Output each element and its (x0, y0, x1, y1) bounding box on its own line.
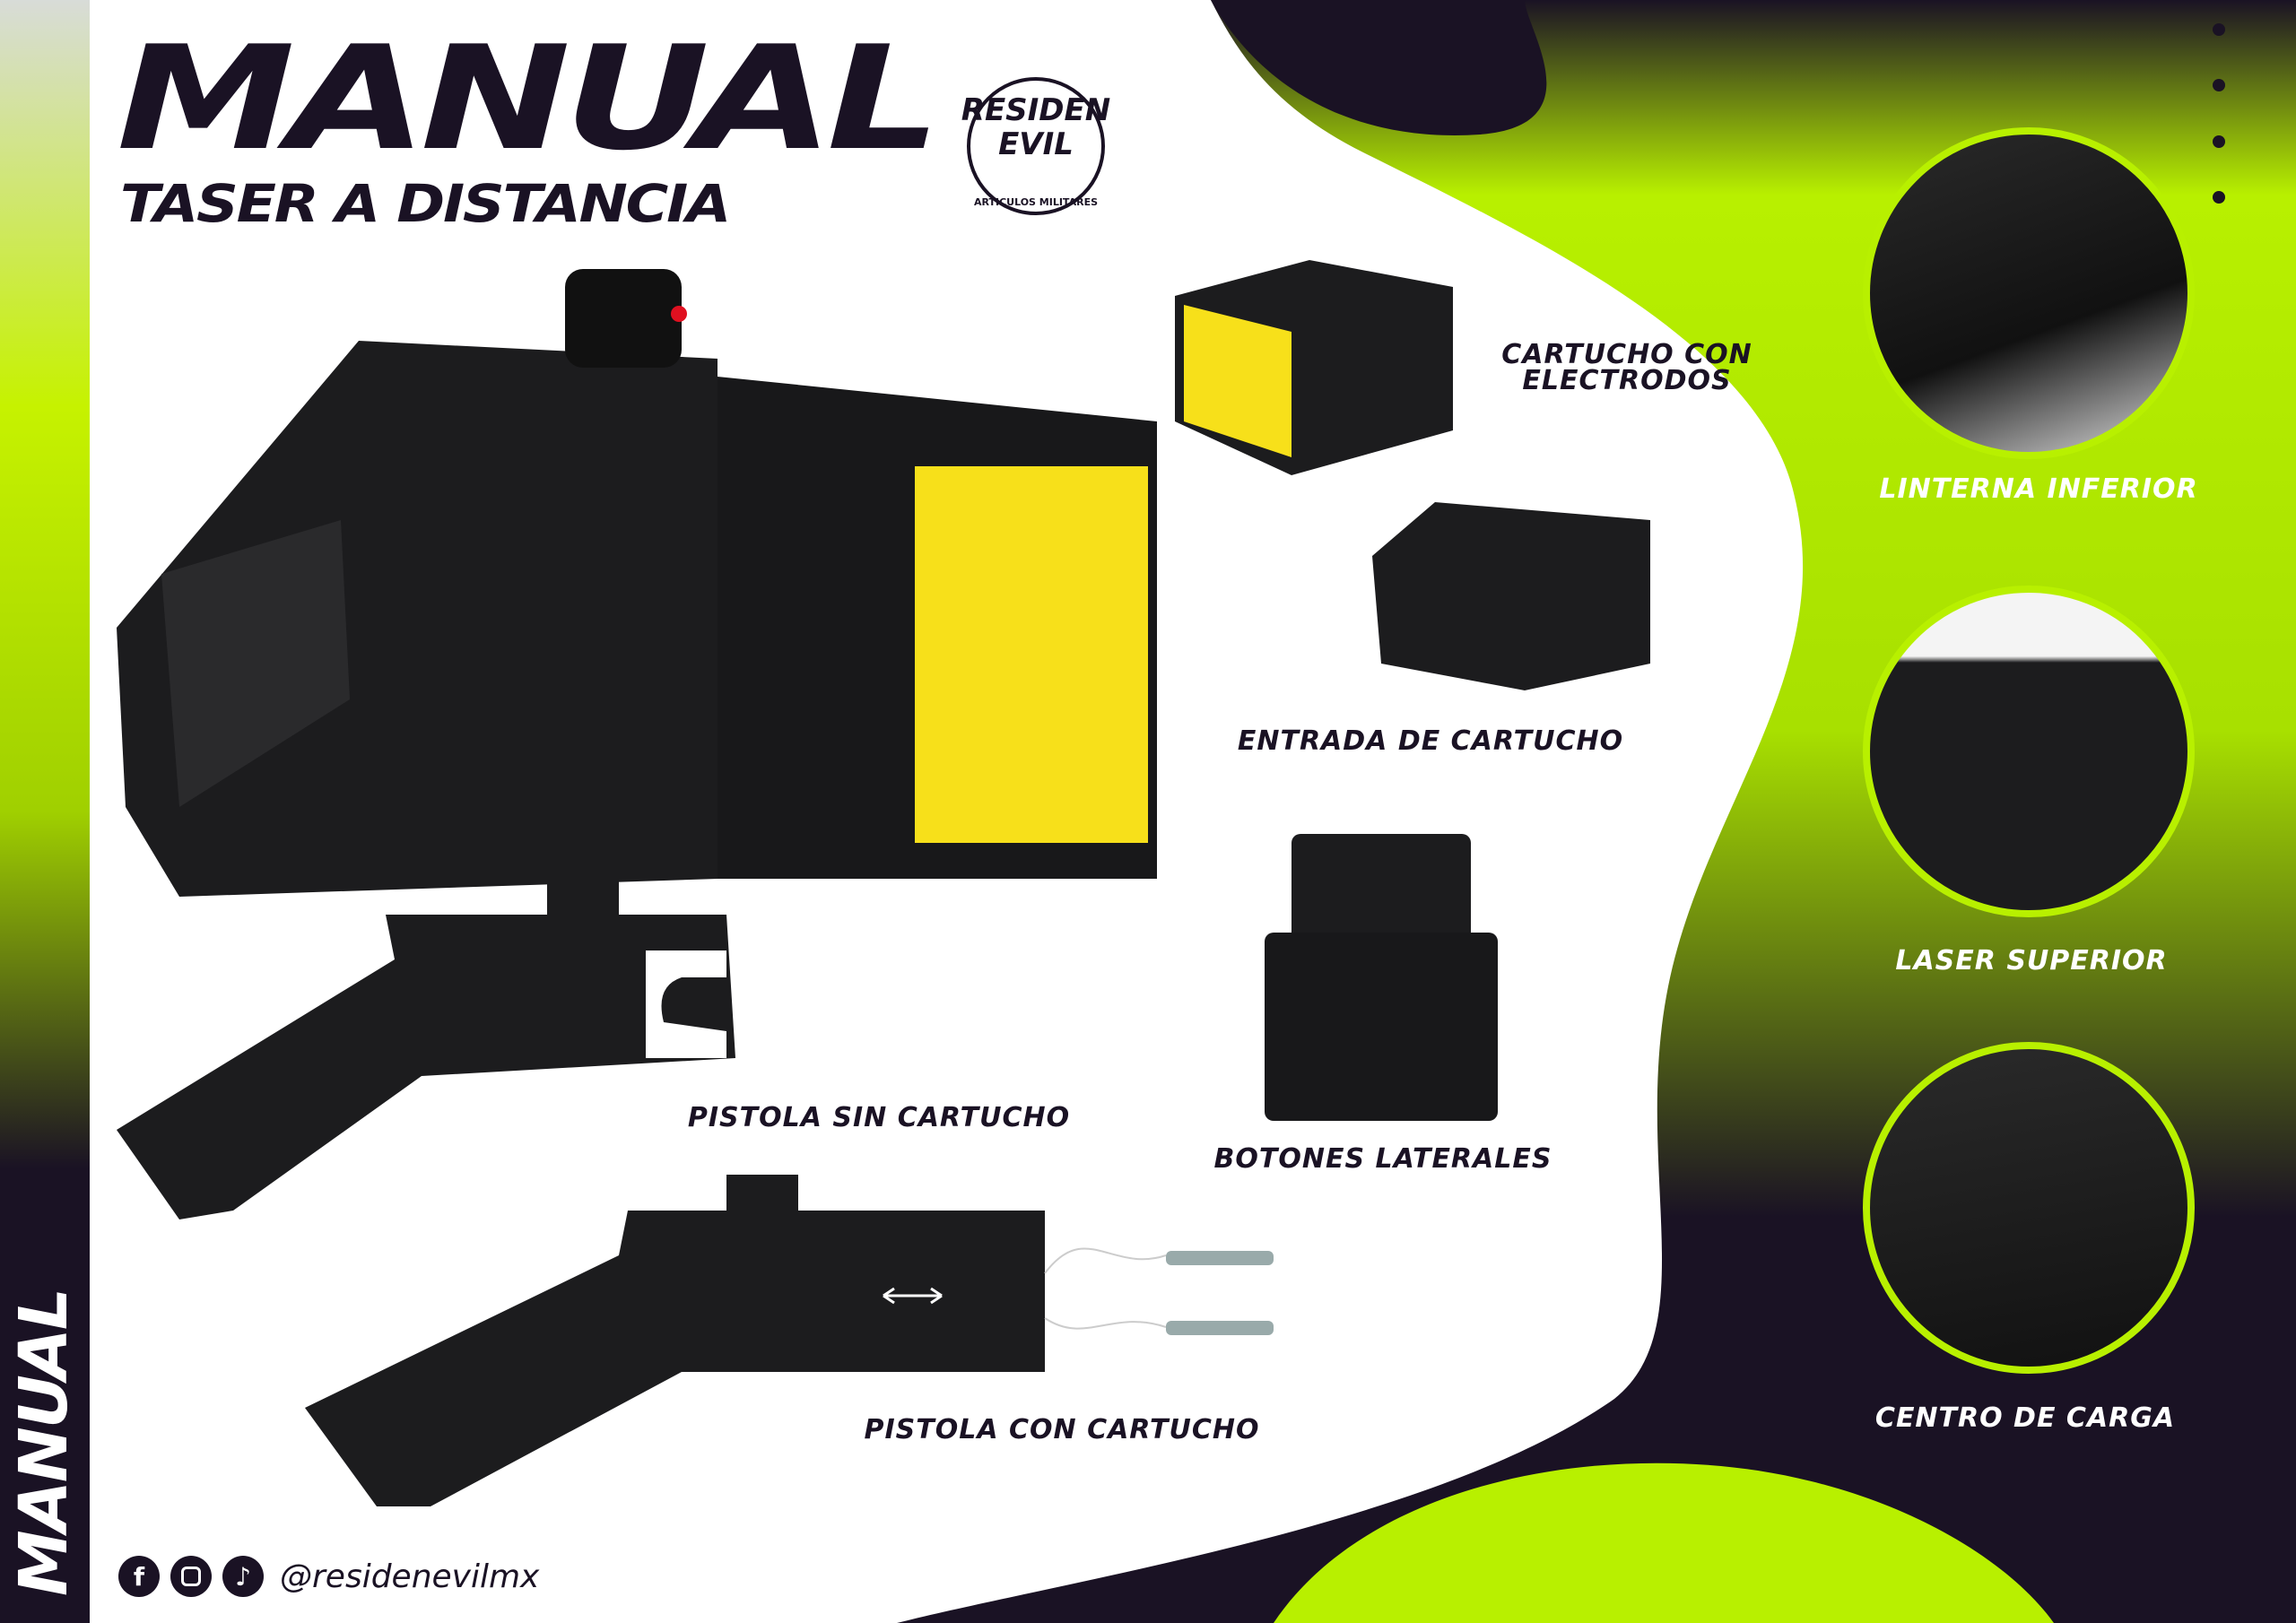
label-pistol-without-cartridge: PISTOLA SIN CARTUCHO (687, 1102, 1071, 1133)
cartridge-image (1175, 260, 1453, 475)
label-cartridge-inlet: ENTRADA DE CARTUCHO (1237, 725, 1624, 757)
label-side-buttons: BOTONES LATERALES (1213, 1143, 1552, 1175)
menu-dot (2213, 191, 2225, 204)
laser-detail-photo (1863, 586, 2195, 917)
instagram-icon[interactable] (170, 1556, 212, 1597)
social-bar: f ♪ @residenevilmx (118, 1556, 539, 1597)
dark-top-shape (1211, 0, 1547, 135)
label-pistol-with-cartridge: PISTOLA CON CARTUCHO (864, 1414, 1260, 1445)
menu-dot (2213, 23, 2225, 36)
label-cartridge: CARTUCHO CON ELECTRODOS (1501, 339, 1752, 396)
label-top-laser: LASER SUPERIOR (1895, 945, 2168, 976)
label-charging-port: CENTRO DE CARGA (1874, 1402, 2176, 1434)
social-handle[interactable]: @residenevilmx (280, 1558, 540, 1595)
charging-port-detail-photo (1863, 1042, 2195, 1374)
menu-dot (2213, 79, 2225, 91)
page-subtitle: TASER A DISTANCIA (120, 173, 731, 234)
side-buttons-image (1265, 834, 1498, 1121)
facebook-icon[interactable]: f (118, 1556, 160, 1597)
pistol-without-cartridge-image (117, 874, 735, 1219)
logo-ring (967, 77, 1105, 215)
page-title: MANUAL (117, 14, 941, 182)
logo-text: RESIDEN EVIL (961, 92, 1111, 162)
brand-logo: RESIDEN EVIL ARTICULOS MILITARES (951, 70, 1121, 222)
lime-bottom-shape (1274, 1462, 2054, 1623)
flashlight-detail-photo (1863, 127, 2195, 459)
label-bottom-flashlight: LINTERNA INFERIOR (1879, 473, 2198, 505)
logo-tagline: ARTICULOS MILITARES (973, 196, 1099, 208)
cartridge-inlet-image (1372, 502, 1650, 690)
label-cartridge-line2: ELECTRODOS (1522, 364, 1732, 396)
cartridge-yellow-face (915, 466, 1148, 843)
side-label: MANUAL (5, 1289, 83, 1596)
label-cartridge-line1: CARTUCHO CON (1501, 339, 1752, 370)
menu-dot (2213, 135, 2225, 148)
side-bar (0, 0, 90, 1623)
pistol-with-cartridge-image (305, 1175, 1274, 1506)
main-taser-image (117, 269, 1157, 897)
slide-arrow-icon (883, 1287, 943, 1305)
tiktok-icon[interactable]: ♪ (222, 1556, 264, 1597)
